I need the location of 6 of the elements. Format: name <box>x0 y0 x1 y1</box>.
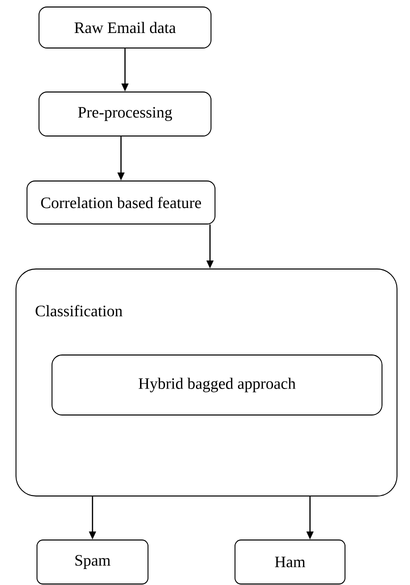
process-box: Raw Email data <box>38 6 212 48</box>
output-box: Spam <box>36 540 148 584</box>
process-box: Hybrid bagged approach <box>52 354 382 416</box>
process-box: Pre-processing <box>38 92 212 136</box>
output-box: Ham <box>234 540 346 584</box>
process-box: Correlation based feature <box>26 180 216 224</box>
